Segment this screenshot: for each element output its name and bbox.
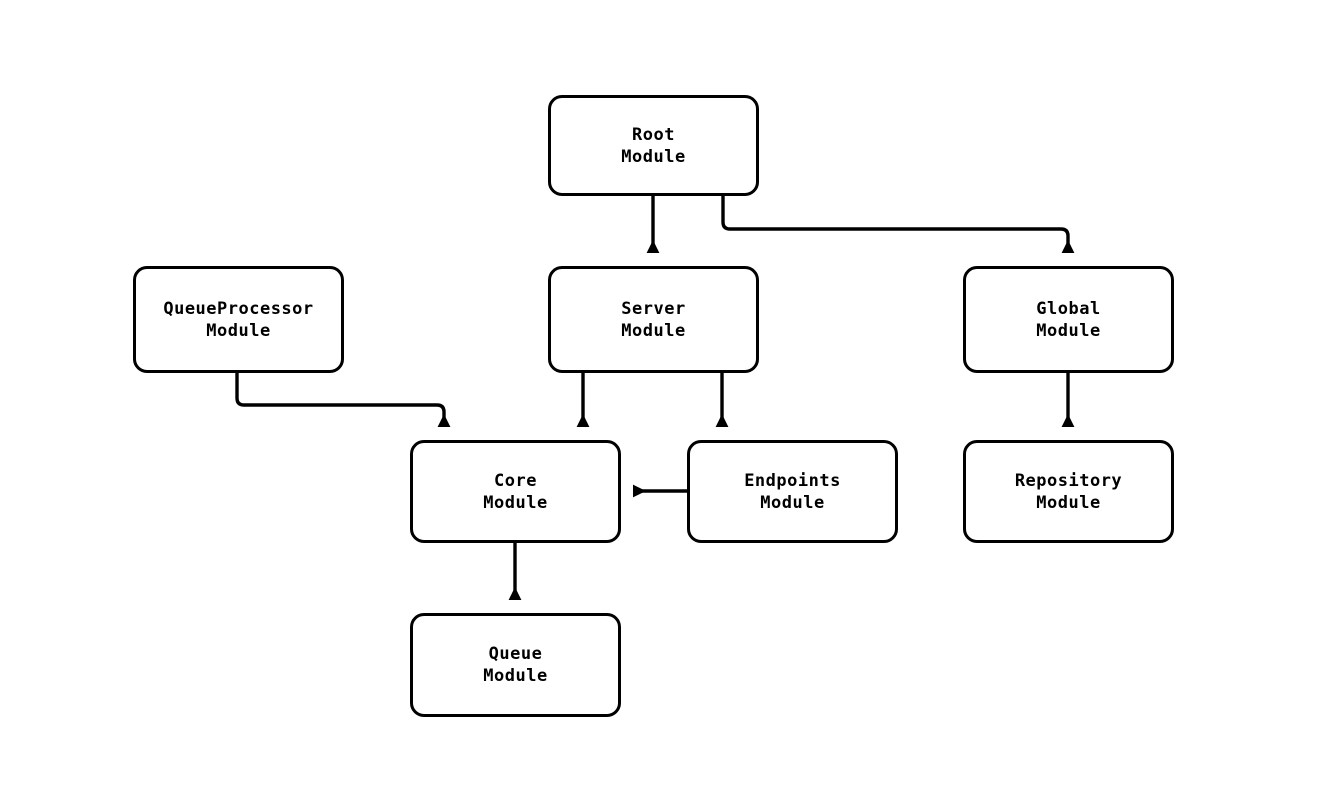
- node-repository-module[interactable]: Repository Module: [963, 440, 1174, 543]
- node-server-module[interactable]: Server Module: [548, 266, 759, 373]
- node-root-module-label-line2: Module: [621, 146, 686, 167]
- node-queue-module-label-line2: Module: [483, 666, 548, 686]
- node-queue-module-label-line1: Queue: [488, 644, 543, 664]
- node-core-module[interactable]: Core Module: [410, 440, 621, 543]
- node-global-module-label-line2: Module: [1036, 320, 1101, 341]
- node-endpoints-module[interactable]: Endpoints Module: [687, 440, 898, 543]
- node-server-module-label-line2: Module: [621, 320, 686, 341]
- node-endpoints-module-label-line1: Endpoints: [744, 470, 841, 491]
- node-global-module-label-line1: Global: [1036, 298, 1101, 319]
- node-server-module-label-line1: Server: [621, 298, 686, 319]
- node-core-module-label-line1: Core: [494, 470, 537, 491]
- edge-queueprocessor-core: [235, 373, 451, 427]
- node-queueprocessor-module-label-line2: Module: [206, 320, 271, 341]
- node-core-module-label-line2: Module: [483, 492, 548, 513]
- node-queueprocessor-module-label-line1: QueueProcessor: [163, 298, 314, 319]
- node-endpoints-module-label-line2: Module: [760, 492, 825, 513]
- node-global-module[interactable]: Global Module: [963, 266, 1174, 373]
- node-repository-module-label-line2: Module: [1036, 492, 1101, 513]
- node-queue-module[interactable]: Queue Module: [410, 613, 621, 717]
- node-root-module[interactable]: Root Module: [548, 95, 759, 196]
- edge-root-global: [721, 196, 1075, 253]
- node-root-module-label-line1: Root: [632, 124, 675, 145]
- node-queueprocessor-module[interactable]: QueueProcessor Module: [133, 266, 344, 373]
- node-repository-module-label-line1: Repository: [1014, 470, 1123, 491]
